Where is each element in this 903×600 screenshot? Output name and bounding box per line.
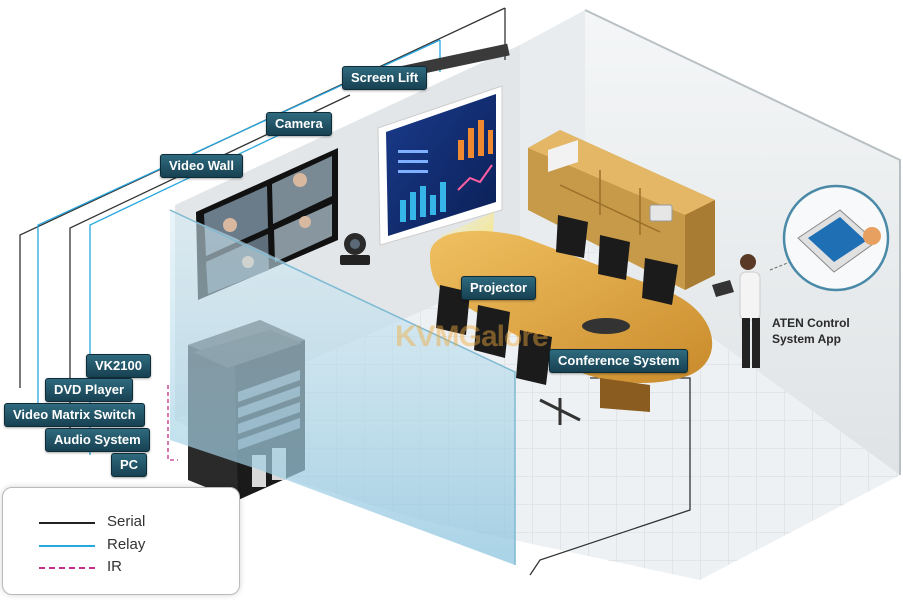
back-cabinet: [528, 130, 715, 290]
video-wall-label: Video Wall: [160, 154, 244, 178]
legend: Serial Relay IR: [2, 487, 240, 595]
pc-label: PC: [111, 453, 148, 477]
chairs: [436, 215, 678, 425]
legend-item-ir: IR: [39, 557, 229, 577]
wall-edge: [584, 9, 901, 475]
tablet-callout: [769, 184, 890, 292]
projector-label: Projector: [461, 276, 537, 300]
screen-lift-label: Screen Lift: [342, 66, 428, 90]
conference-table: [430, 230, 713, 412]
desk-phone: [649, 204, 673, 222]
legend-label: Serial: [107, 513, 146, 530]
legend-label: IR: [107, 558, 122, 575]
camera-label: Camera: [266, 112, 332, 136]
aten-app-label: ATEN Control System App: [772, 316, 850, 346]
ir-line-swatch: [39, 567, 95, 569]
person-figure: [712, 254, 761, 368]
relay-line-swatch: [39, 545, 95, 547]
audio-system-label: Audio System: [45, 428, 150, 452]
watermark-text: KVMGalore: [395, 320, 549, 353]
dvd-player-label: DVD Player: [45, 378, 134, 402]
glass-edge: [169, 209, 516, 565]
legend-item-relay: Relay: [39, 535, 229, 555]
vk2100-label: VK2100: [86, 354, 151, 378]
legend-label: Relay: [107, 536, 146, 553]
serial-line-swatch: [39, 522, 95, 524]
conference-system-label: Conference System: [549, 349, 689, 373]
right-wall: [585, 10, 900, 475]
video-matrix-switch-label: Video Matrix Switch: [4, 403, 145, 427]
legend-item-serial: Serial: [39, 512, 229, 532]
glass-partition: [170, 210, 515, 565]
projection-screen: [370, 43, 510, 246]
camera-device: [340, 233, 370, 265]
conference-phone: [582, 318, 630, 334]
